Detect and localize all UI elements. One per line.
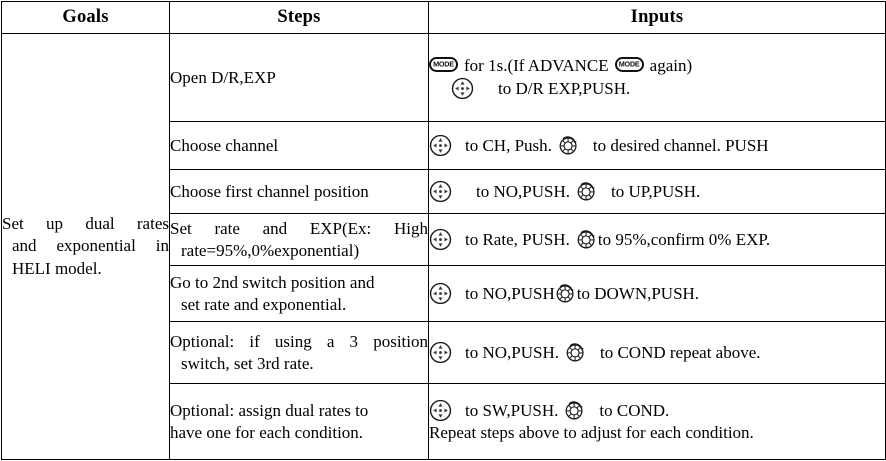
rotary-dial-icon	[555, 282, 577, 304]
steps-cell: Optional: assign dual rates to have one …	[169, 383, 429, 460]
steps-cell: Choose channel	[169, 121, 429, 170]
steps-cell: Set rate and EXP(Ex: High rate=95%,0%exp…	[169, 213, 429, 266]
table-row: Choose first channel position	[2, 169, 886, 214]
input-text-b: to desired channel. PUSH	[592, 135, 769, 155]
input-line-1: to NO,PUSH.	[429, 180, 885, 203]
step-line-1: Set rate and EXP(Ex: High	[170, 218, 428, 238]
step-text: Set rate and EXP(Ex: High rate=95%,0%exp…	[170, 218, 428, 262]
input-text-a: to SW,PUSH.	[465, 400, 559, 420]
table-row: Set rate and EXP(Ex: High rate=95%,0%exp…	[2, 213, 886, 266]
dpad-icon	[451, 77, 474, 100]
input-line-2: to D/R EXP,PUSH.	[429, 77, 885, 100]
step-line-2: switch, set 3rd rate.	[181, 353, 314, 373]
rotary-dial-icon	[565, 341, 587, 363]
table-row: Optional: if using a 3 position switch, …	[2, 321, 886, 384]
inputs-cell: to SW,PUSH.	[428, 383, 886, 460]
input-text-a: to CH, Push.	[465, 135, 552, 155]
step-line-1: Choose channel	[170, 135, 279, 155]
dpad-icon	[429, 180, 452, 203]
inputs-cell: MODE for 1s.(If ADVANCE MODE again)	[428, 33, 886, 122]
column-header-inputs: Inputs	[428, 1, 886, 34]
dpad-icon	[429, 228, 452, 251]
rotary-dial-icon	[576, 228, 598, 250]
input-text-a: to Rate, PUSH.	[465, 229, 570, 249]
step-text: Choose first channel position	[170, 181, 428, 203]
step-line-2: have one for each condition.	[170, 422, 364, 442]
table-row: Optional: assign dual rates to have one …	[2, 383, 886, 460]
goal-line-2: and exponential in	[12, 236, 169, 256]
inputs-cell: to NO,PUSH	[428, 265, 886, 322]
step-line-1: Choose first channel position	[170, 181, 369, 201]
mode-button-icon: MODE	[429, 56, 458, 72]
input-text-b: to DOWN,PUSH.	[576, 283, 700, 303]
input-text-b: again)	[649, 55, 693, 75]
step-line-2: rate=95%,0%exponential)	[181, 240, 360, 260]
step-line-1: Go to 2nd switch position and	[170, 272, 375, 292]
step-text: Optional: if using a 3 position switch, …	[170, 331, 428, 375]
rotary-dial-icon	[576, 180, 598, 202]
dpad-icon	[429, 399, 452, 422]
table-row: Choose channel	[2, 121, 886, 170]
step-text: Optional: assign dual rates to have one …	[170, 400, 428, 444]
input-text-b: to UP,PUSH.	[611, 181, 701, 201]
table-header-row: Goals Steps Inputs	[1, 1, 886, 34]
column-header-goals: Goals	[1, 1, 170, 34]
input-text-b: to COND repeat above.	[600, 342, 761, 362]
inputs-cell: to Rate, PUSH.	[428, 213, 886, 266]
input-text-a: to NO,PUSH.	[476, 181, 570, 201]
inputs-cell: to NO,PUSH.	[428, 169, 886, 214]
table-row: Set up dual rates and exponential in HEL…	[1, 33, 886, 460]
dpad-icon	[429, 134, 452, 157]
input-line-1: to Rate, PUSH.	[429, 228, 885, 251]
input-line-1: to CH, Push.	[429, 134, 885, 157]
column-header-steps: Steps	[169, 1, 429, 34]
step-line-1: Optional: if using a 3 position	[170, 331, 428, 351]
input-text-a: for 1s.(If ADVANCE	[464, 55, 609, 75]
steps-cell: Open D/R,EXP	[169, 33, 429, 122]
goals-cell: Set up dual rates and exponential in HEL…	[1, 33, 170, 460]
step-line-1: Optional: assign dual rates to	[170, 400, 369, 420]
input-text-a: to NO,PUSH.	[465, 342, 559, 362]
input-line-2: Repeat steps above to adjust for each co…	[429, 423, 754, 442]
mode-button-icon: MODE	[614, 56, 644, 72]
step-text: Go to 2nd switch position and set rate a…	[170, 272, 428, 316]
input-line-1: to NO,PUSH.	[429, 341, 885, 364]
dpad-icon	[429, 341, 452, 364]
step-text: Choose channel	[170, 135, 428, 157]
input-line-1: MODE for 1s.(If ADVANCE MODE again)	[429, 55, 885, 77]
step-line-1: Open D/R,EXP	[170, 67, 276, 87]
rotary-dial-icon	[564, 399, 586, 421]
input-text-c: to D/R EXP,PUSH.	[498, 79, 631, 98]
input-text-a: to NO,PUSH	[465, 283, 555, 303]
input-line-1: to SW,PUSH.	[429, 399, 885, 422]
rotary-dial-icon	[558, 134, 580, 156]
goal-text: Set up dual rates and exponential in HEL…	[2, 213, 169, 280]
input-text-b: to 95%,confirm 0% EXP.	[597, 229, 771, 249]
goal-line-3: HELI model.	[12, 258, 102, 278]
steps-cell: Go to 2nd switch position and set rate a…	[169, 265, 429, 322]
dpad-icon	[429, 282, 452, 305]
input-text-b: to COND.	[599, 400, 670, 420]
inputs-cell: to NO,PUSH.	[428, 321, 886, 384]
step-line-2: set rate and exponential.	[181, 294, 347, 314]
inputs-cell: to CH, Push.	[428, 121, 886, 170]
steps-cell: Choose first channel position	[169, 169, 429, 214]
steps-cell: Optional: if using a 3 position switch, …	[169, 321, 429, 384]
table-row: Go to 2nd switch position and set rate a…	[2, 265, 886, 322]
step-text: Open D/R,EXP	[170, 67, 428, 89]
goal-line-1: Set up dual rates	[2, 213, 169, 233]
input-line-1: to NO,PUSH	[429, 282, 885, 305]
